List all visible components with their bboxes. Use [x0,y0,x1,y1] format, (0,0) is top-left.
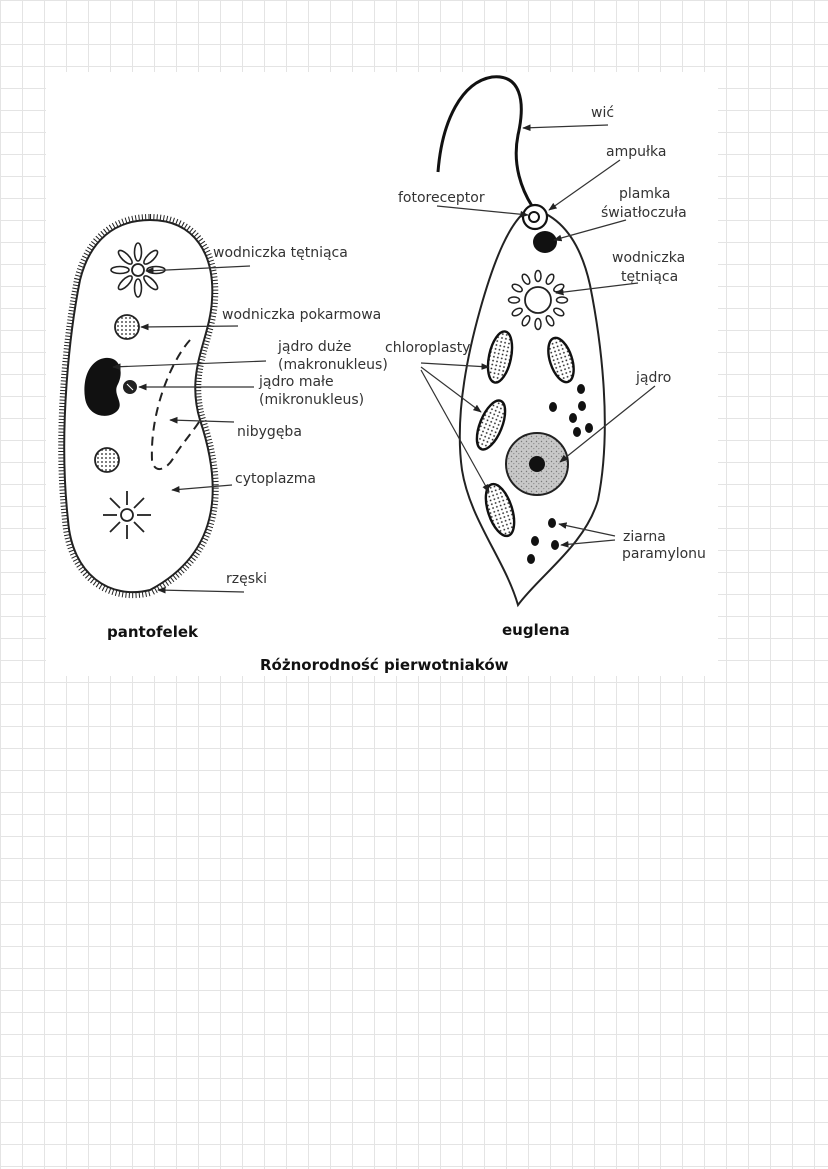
label-micronucleus: jądro małe [258,374,334,390]
food-vacuole [94,447,120,473]
label-cytoplasm: cytoplazma [235,471,316,487]
organism-name-euglena: euglena [502,621,570,639]
nucleolus [529,456,545,472]
euglena-illustration [436,75,606,608]
euglena-leaders [420,124,656,548]
label-macronucleus: jądro duże [277,339,352,355]
chloroplast [486,330,514,384]
label-eyespot-2: światłoczuła [601,205,687,221]
label-euglena-contractile-vacuole: wodniczka [612,250,685,266]
contractile-vacuole [110,242,166,298]
label-food-vacuole: wodniczka pokarmowa [222,307,381,323]
figure-caption: Różnorodność pierwotniaków [260,656,509,674]
label-chloroplasts: chloroplasty [385,340,470,356]
label-paramylon: ziarna [623,529,666,545]
chloroplast [547,336,575,384]
eyespot [533,231,557,253]
label-reservoir: ampułka [606,144,666,160]
label-euglena-contractile-vacuole-2: tętniąca [621,269,678,285]
paramecium-leaders [112,265,267,594]
label-micronucleus-latin: (mikronukleus) [259,392,364,408]
organism-name-paramecium: pantofelek [107,623,199,641]
macronucleus [84,357,121,416]
label-flagellum: wić [591,105,614,121]
photoreceptor [528,211,540,223]
food-vacuole [114,314,140,340]
paramecium-membrane [63,218,214,594]
oral-groove [150,339,201,470]
label-cilia: rzęski [226,571,267,587]
chloroplast [484,482,516,538]
label-oral-groove: nibygęba [237,424,302,440]
paramylon-grains [527,384,593,564]
contractile-vacuole-lower [103,491,151,539]
euglena-contractile-vacuole [507,269,569,331]
paramecium-illustration [58,213,219,599]
label-eyespot: plamka [619,186,670,202]
chloroplast [475,399,507,451]
label-photoreceptor: fotoreceptor [398,190,485,206]
label-paramylon-2: paramylonu [622,546,706,562]
flagellum [436,75,534,207]
label-contractile-vacuole: wodniczka tętniąca [213,245,348,261]
label-nucleus: jądro [635,370,671,386]
label-macronucleus-latin: (makronukleus) [278,357,388,373]
